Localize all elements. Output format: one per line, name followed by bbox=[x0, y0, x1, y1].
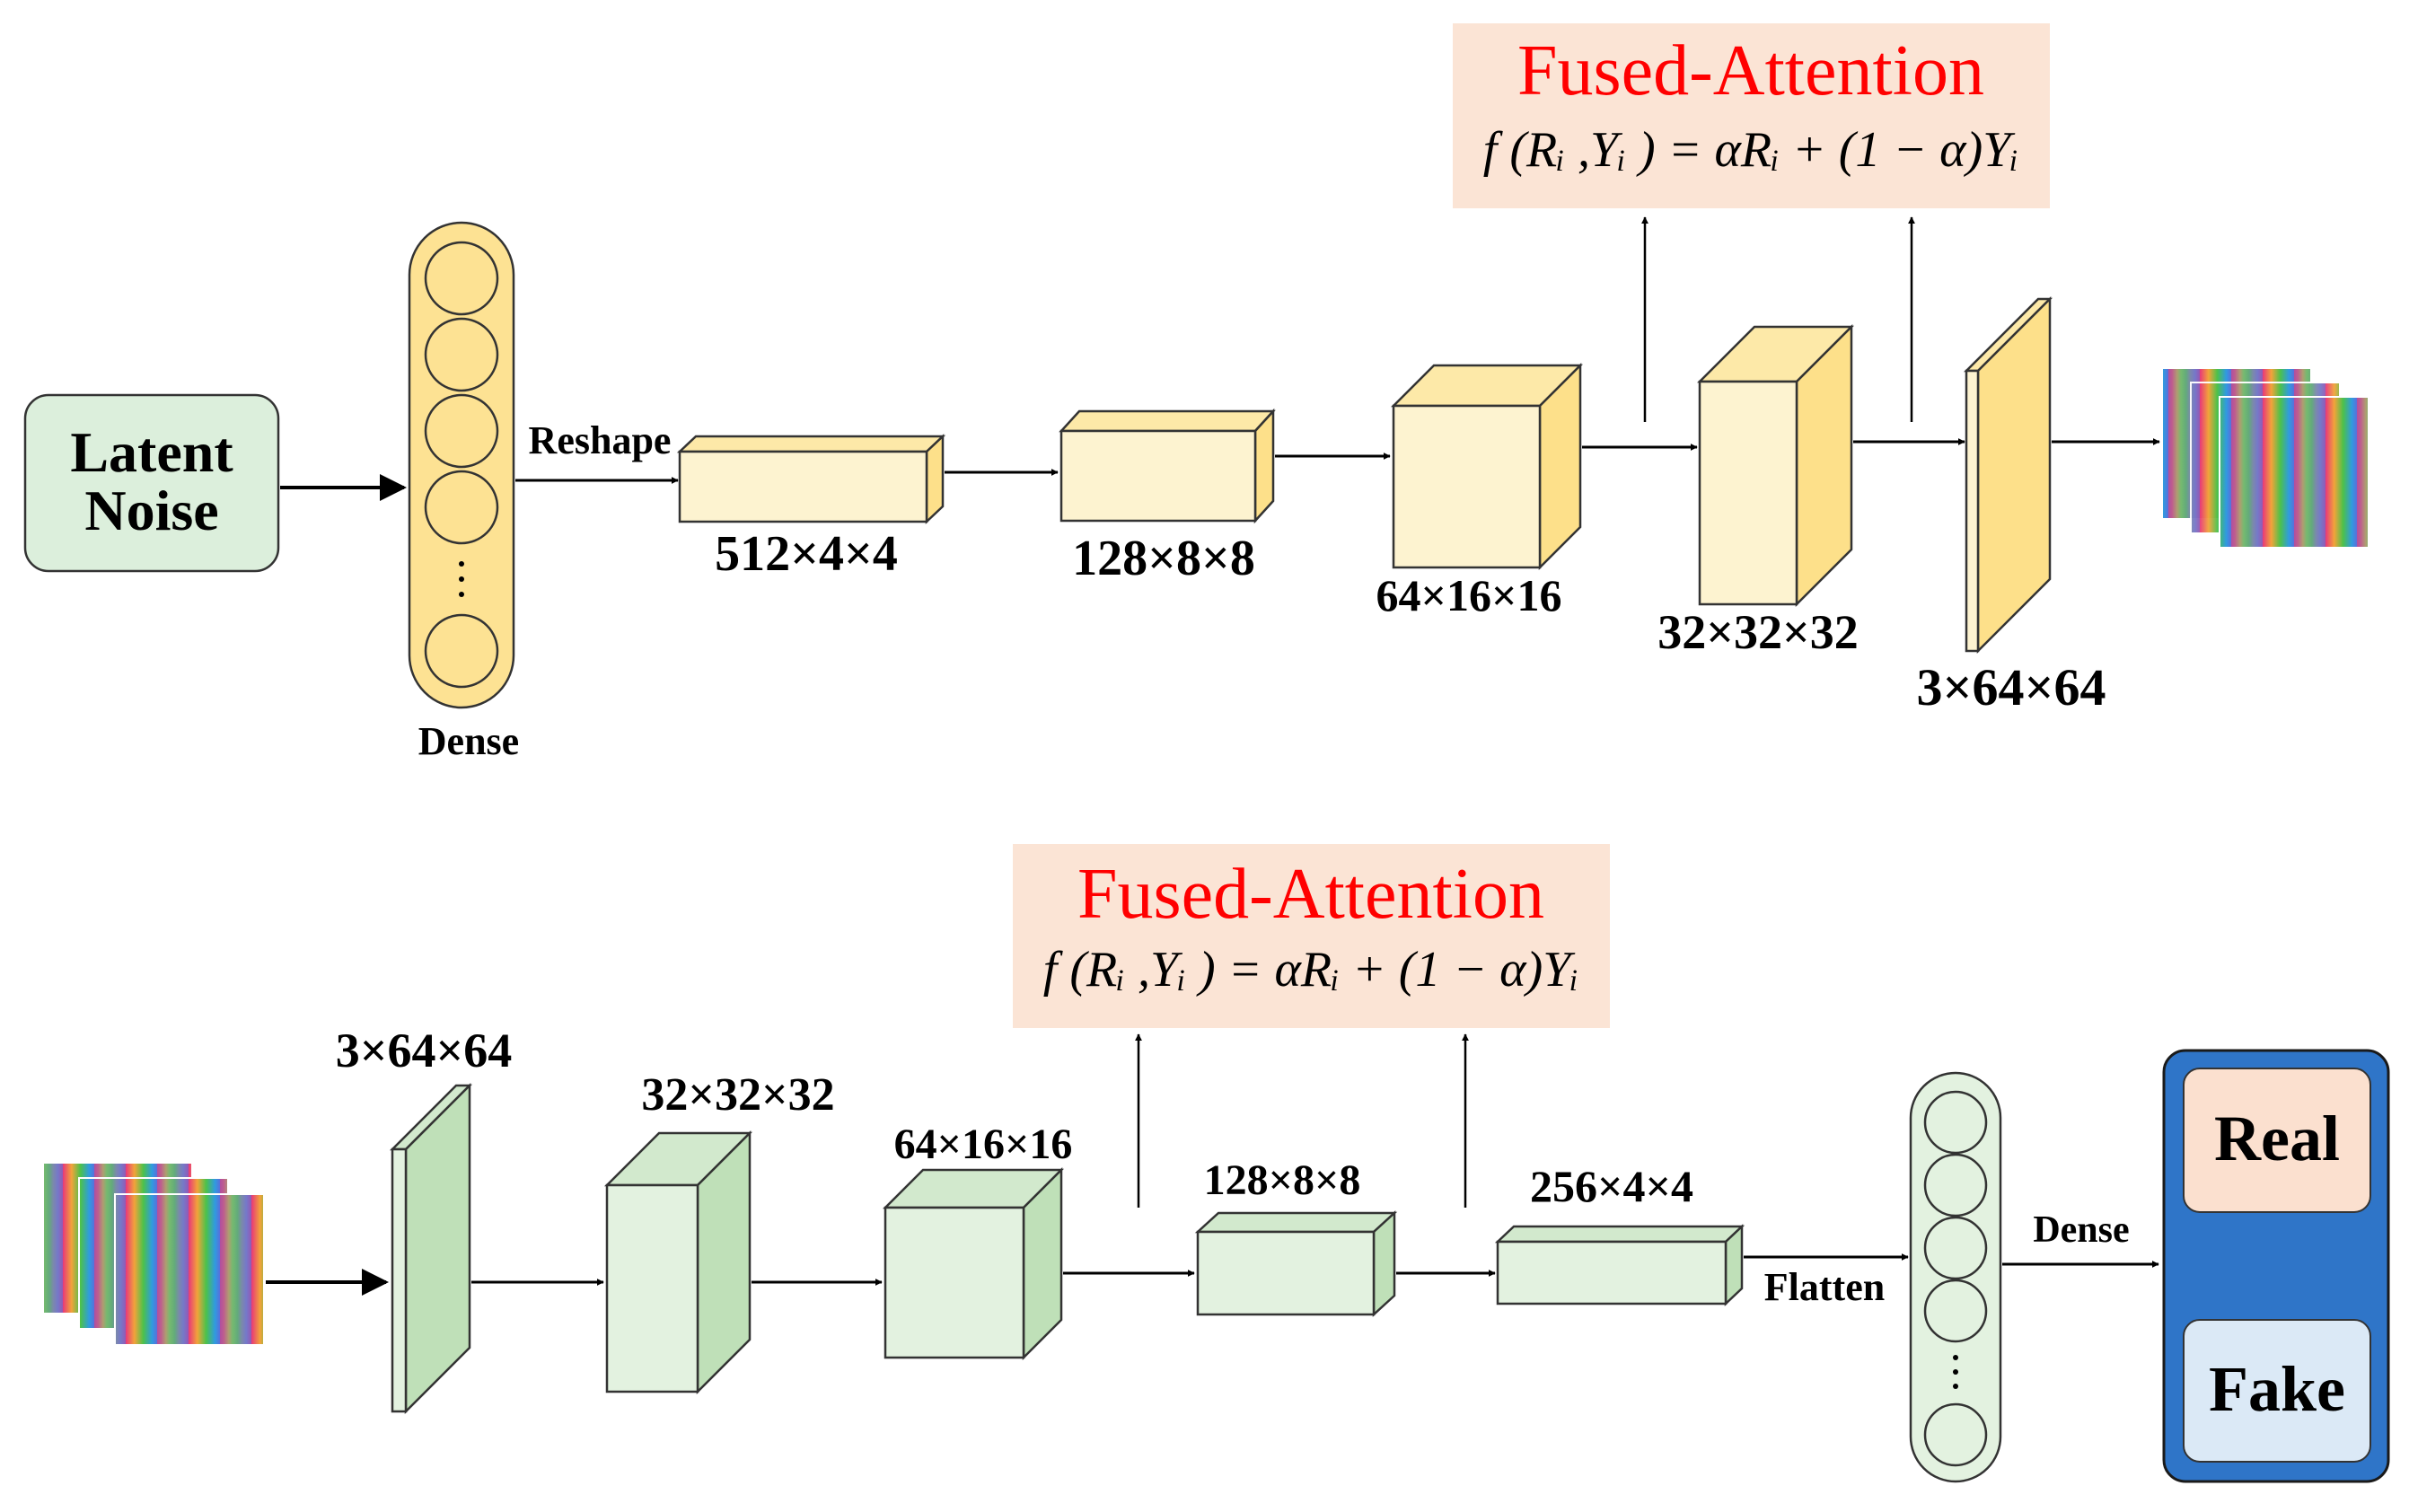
dense-node bbox=[1923, 1216, 1988, 1280]
gen-fused-attention-title: Fused-Attention bbox=[1517, 31, 1984, 110]
disc-fused-attention-box: Fused-Attention f (Rᵢ ,Yᵢ ) = αRᵢ + (1 −… bbox=[1013, 844, 1610, 1028]
disc-block-256x4x4 bbox=[1494, 1224, 1745, 1306]
gen-layer-dims: 32×32×32 bbox=[1657, 605, 1859, 659]
gen-layer-dims: 3×64×64 bbox=[1916, 658, 2106, 716]
gen-layer-dims: 128×8×8 bbox=[1072, 531, 1255, 586]
gen-fused-attention-box: Fused-Attention f (Rᵢ ,Yᵢ ) = αRᵢ + (1 −… bbox=[1453, 23, 2050, 208]
dense-node bbox=[1923, 1402, 1988, 1467]
dense-node bbox=[424, 317, 499, 392]
discriminator-input-images bbox=[42, 1162, 265, 1346]
fake-label: Fake bbox=[2209, 1353, 2345, 1425]
disc-layer-dims: 3×64×64 bbox=[336, 1024, 513, 1077]
latent-noise-label-line2: Noise bbox=[84, 479, 218, 542]
real-label: Real bbox=[2214, 1103, 2340, 1174]
gen-block-3x64x64 bbox=[1963, 295, 2053, 655]
disc-block-64x16x16 bbox=[882, 1166, 1065, 1361]
gen-layer-dims: 512×4×4 bbox=[715, 526, 898, 582]
disc-layer-dims: 32×32×32 bbox=[641, 1069, 834, 1121]
gen-block-64x16x16 bbox=[1390, 362, 1584, 571]
gen-layer-dims: 64×16×16 bbox=[1376, 570, 1562, 620]
generator-dense-layer bbox=[408, 221, 515, 709]
dense-node bbox=[424, 613, 499, 689]
flatten-label: Flatten bbox=[1764, 1265, 1885, 1309]
disc-layer-dims: 256×4×4 bbox=[1530, 1161, 1693, 1211]
dense-node bbox=[1923, 1090, 1988, 1155]
real-box bbox=[2183, 1068, 2371, 1213]
disc-fused-attention-formula: f (Rᵢ ,Yᵢ ) = αRᵢ + (1 − α)Yᵢ bbox=[1043, 942, 1578, 998]
disc-block-32x32x32 bbox=[603, 1130, 753, 1395]
latent-noise-label-line1: Latent bbox=[70, 420, 233, 484]
disc-fused-attention-title: Fused-Attention bbox=[1077, 855, 1544, 934]
dense-node bbox=[1923, 1279, 1988, 1343]
gen-block-128x8x8 bbox=[1059, 408, 1276, 524]
latent-noise-box: Latent Noise bbox=[23, 393, 280, 573]
generated-images bbox=[2161, 367, 2369, 549]
disc-layer-dims: 64×16×16 bbox=[894, 1121, 1073, 1168]
disc-block-3x64x64 bbox=[389, 1082, 473, 1415]
dense-node bbox=[424, 470, 499, 545]
gen-fused-attention-formula: f (Rᵢ ,Yᵢ ) = αRᵢ + (1 − α)Yᵢ bbox=[1483, 122, 2018, 178]
discriminator-dense-label: Dense bbox=[2033, 1209, 2129, 1251]
dense-node bbox=[424, 241, 499, 316]
output-box: Real Fake bbox=[2162, 1049, 2390, 1483]
disc-block-128x8x8 bbox=[1194, 1210, 1398, 1317]
gen-block-512x4x4 bbox=[676, 434, 946, 524]
fake-box bbox=[2183, 1319, 2371, 1463]
discriminator-dense-layer bbox=[1909, 1071, 2002, 1483]
generator-dense-label: Dense bbox=[418, 719, 519, 763]
gen-block-32x32x32 bbox=[1696, 323, 1855, 608]
reshape-label: Reshape bbox=[529, 418, 672, 462]
dense-node bbox=[424, 393, 499, 469]
disc-layer-dims: 128×8×8 bbox=[1204, 1156, 1361, 1204]
dense-node bbox=[1923, 1153, 1988, 1218]
